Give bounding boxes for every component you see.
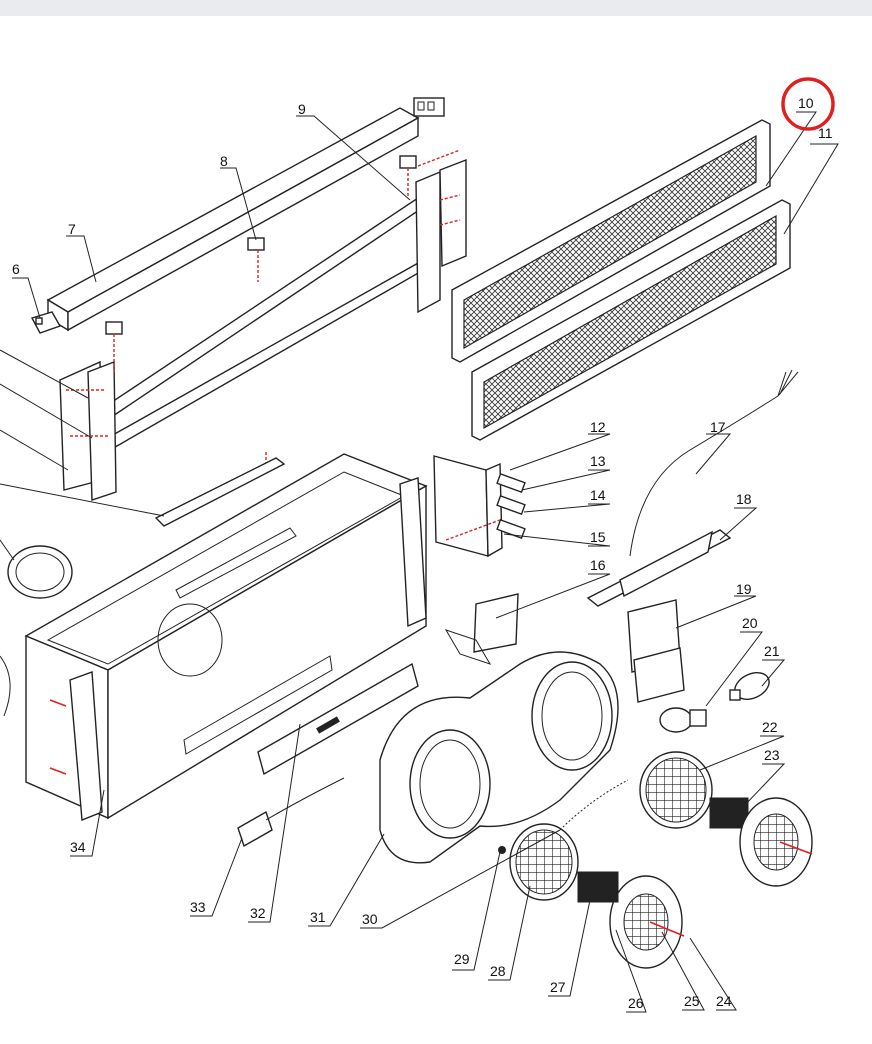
ring-fragment (0, 655, 11, 717)
label-15: 15 (590, 529, 606, 545)
part-11-grease-filter (471, 199, 791, 441)
label-12: 12 (590, 419, 606, 435)
top-bar (0, 0, 872, 16)
label-17: 17 (710, 419, 726, 435)
label-16: 16 (590, 557, 606, 573)
part-19-bracket (627, 599, 685, 703)
label-32: 32 (250, 905, 266, 921)
part-34-main-body (24, 453, 428, 822)
label-7: 7 (68, 221, 76, 237)
part-labels: 6 7 8 9 10 11 12 13 14 15 16 17 18 19 20… (12, 95, 833, 1011)
label-14: 14 (590, 487, 606, 503)
part-23-capacitor (709, 797, 749, 829)
part-12-15-controls (433, 455, 526, 558)
body-screws (49, 699, 67, 775)
label-27: 27 (550, 979, 566, 995)
label-26: 26 (628, 995, 644, 1011)
highlight-circle (781, 77, 835, 131)
part-18-lamp-bar (586, 529, 732, 607)
part-28-fan-wheel-lower (509, 823, 579, 901)
label-9: 9 (298, 101, 306, 117)
label-28: 28 (490, 963, 506, 979)
label-18: 18 (736, 491, 752, 507)
label-29: 29 (454, 951, 470, 967)
part-21-bulb (729, 672, 770, 701)
label-22: 22 (762, 719, 778, 735)
label-11: 11 (818, 125, 833, 141)
label-13: 13 (590, 453, 606, 469)
duct-ring (7, 545, 73, 599)
label-30: 30 (362, 911, 378, 927)
label-33: 33 (190, 899, 206, 915)
leader-lines (0, 111, 839, 1013)
terminal-block (413, 97, 445, 117)
label-25: 25 (684, 993, 700, 1009)
label-20: 20 (742, 615, 758, 631)
label-34: 34 (70, 839, 86, 855)
part-26-motor-plate (609, 875, 685, 969)
label-23: 23 (764, 747, 780, 763)
label-24: 24 (716, 993, 732, 1009)
part-20-lamp (659, 707, 707, 733)
label-6: 6 (12, 261, 20, 277)
part-29-screw (498, 846, 506, 854)
rear-frame (59, 155, 467, 501)
part-30-clips (559, 779, 629, 831)
motor-plate-right (739, 797, 813, 887)
label-31: 31 (310, 909, 326, 925)
part-22-fan-wheel-upper (639, 751, 713, 829)
part-7-top-rail (46, 107, 420, 332)
strip-plate (154, 457, 286, 527)
part-10-grease-filter (451, 119, 771, 363)
part-6-end-cap (30, 311, 62, 334)
label-21: 21 (764, 643, 780, 659)
part-17-cable (629, 369, 799, 557)
part-33-power-plug (237, 777, 345, 848)
part-31-blower-housing (379, 651, 619, 864)
label-19: 19 (736, 581, 752, 597)
label-10: 10 (798, 95, 814, 111)
part-32-plate (257, 662, 419, 776)
part-27-capacitor (577, 871, 619, 903)
label-8: 8 (220, 153, 228, 169)
part-16-board (444, 593, 519, 665)
